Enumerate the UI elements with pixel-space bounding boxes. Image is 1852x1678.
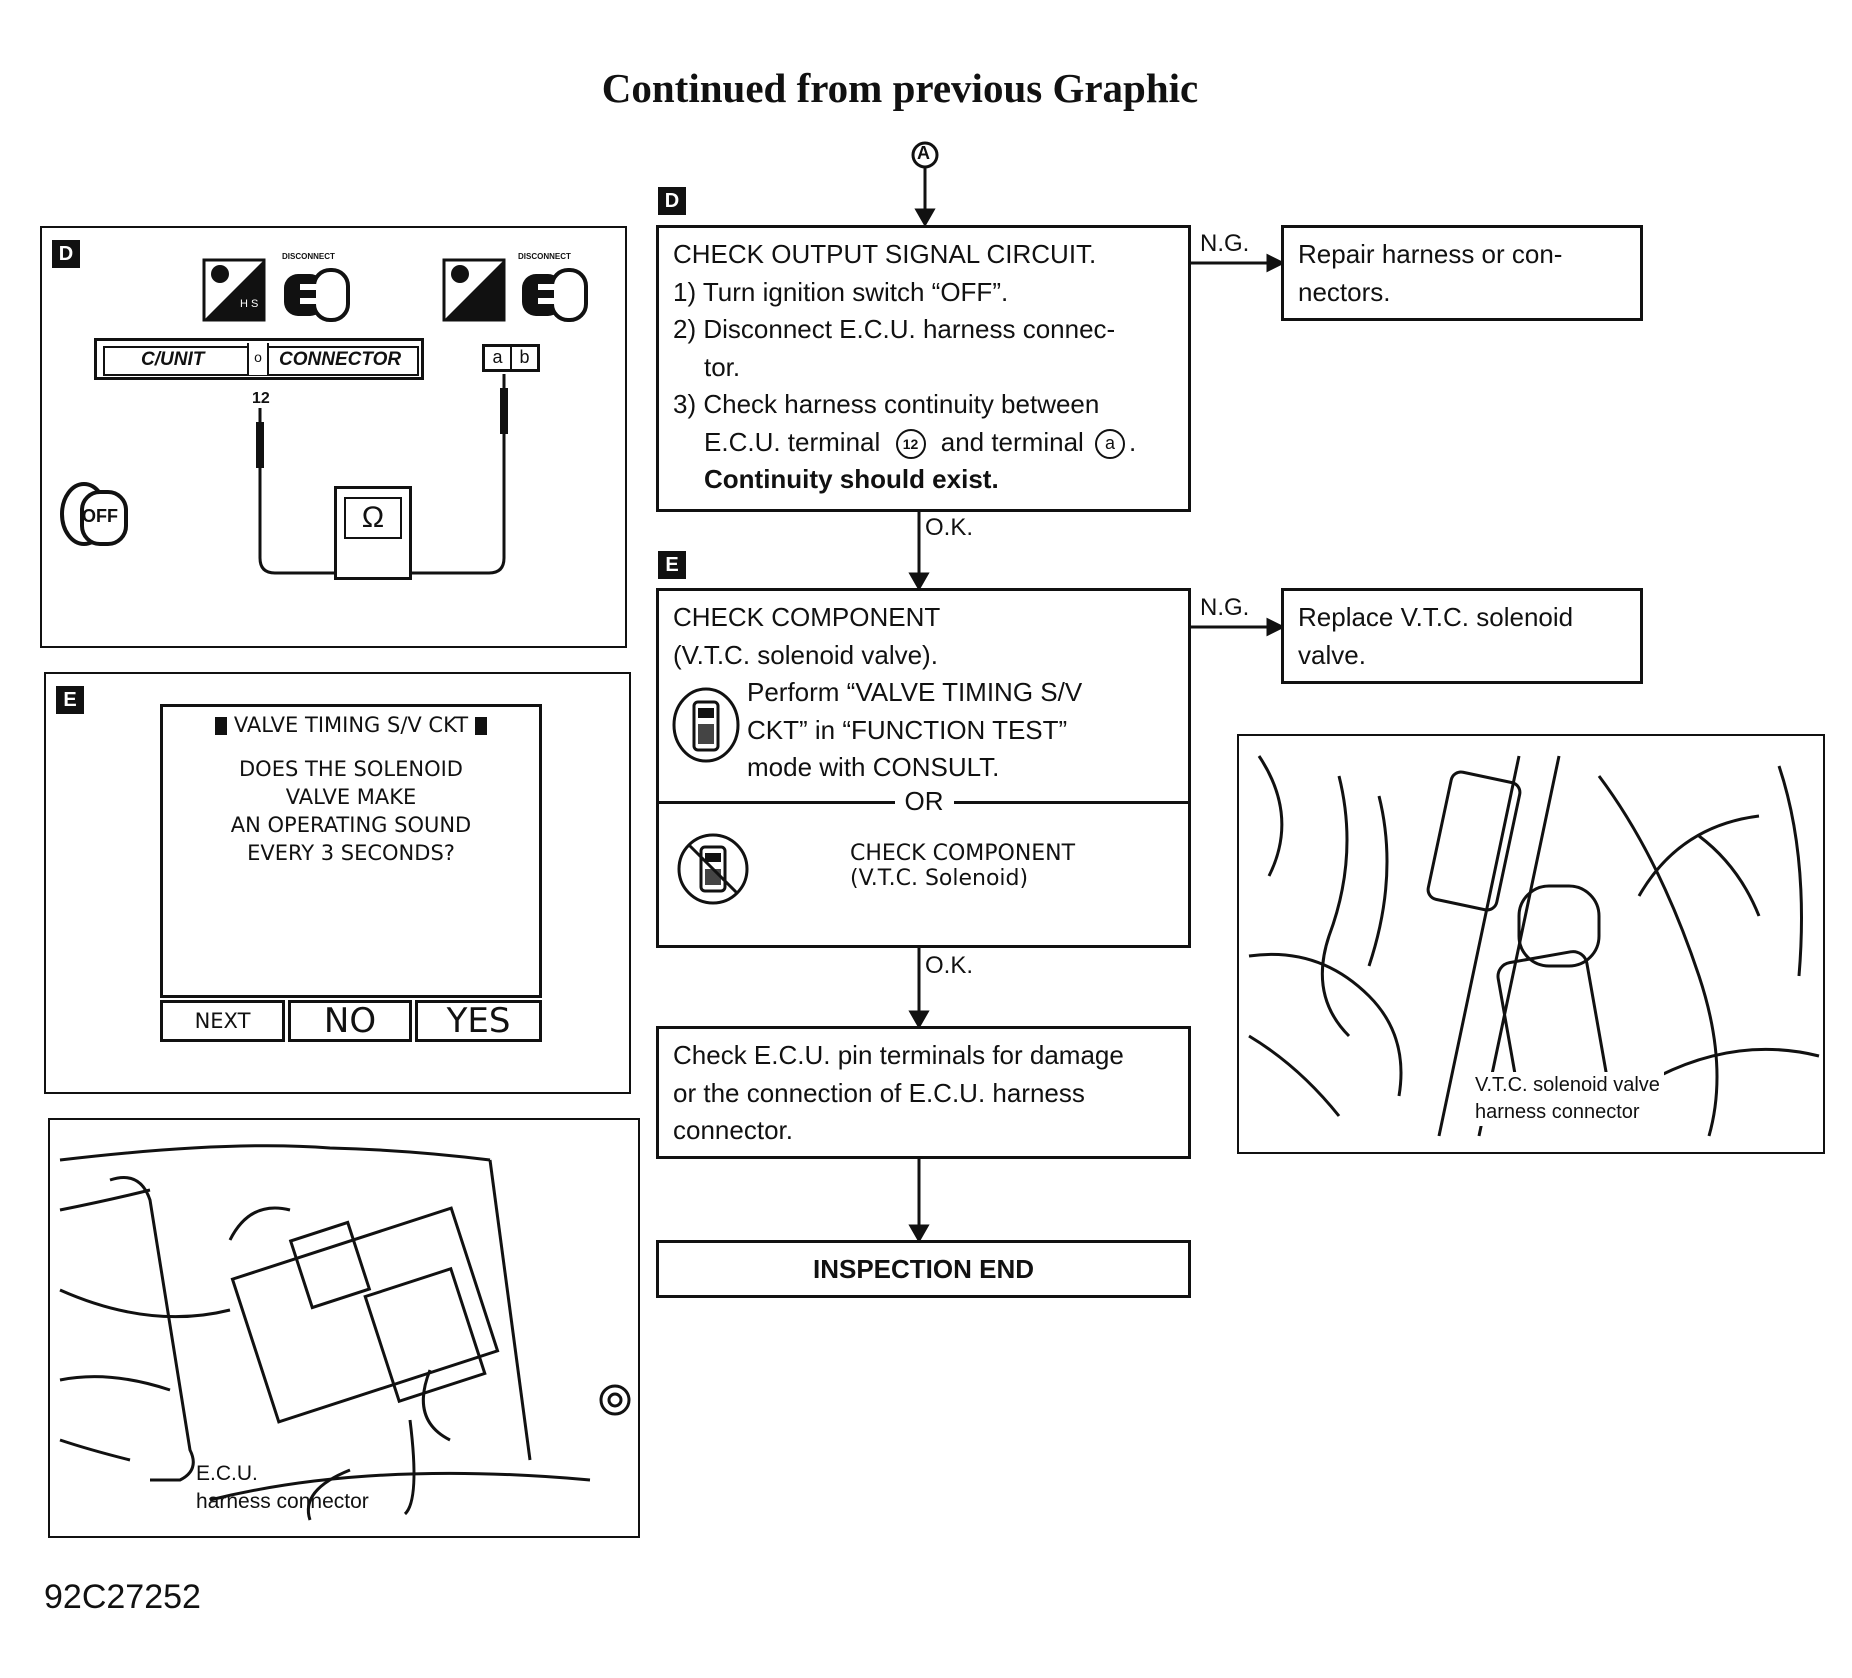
question-line-1: DOES THE SOLENOID: [239, 757, 463, 781]
tag-e-figure: E: [56, 686, 84, 714]
question-line-2: VALVE MAKE: [285, 785, 417, 809]
key-off-icon: [60, 482, 128, 546]
connector-label: CONNECTOR: [279, 349, 402, 370]
step-d-continuity: Continuity should exist.: [704, 464, 999, 494]
ecu-label-a: E.C.U.: [196, 1462, 258, 1485]
step-d-line3b-pre: E.C.U. terminal: [704, 426, 881, 457]
step-e-ng-text-a: Replace V.T.C. solenoid: [1298, 602, 1574, 632]
tag-e-flow: E: [658, 551, 686, 579]
step-d-heading: CHECK OUTPUT SIGNAL CIRCUIT.: [673, 239, 1097, 269]
ignition-switch-icon: [202, 258, 266, 322]
step-e-consult-a: Perform “VALVE TIMING S/V: [747, 677, 1083, 707]
vtc-label: V.T.C. solenoid valve harness connector: [1471, 1072, 1664, 1126]
ohmmeter: Ω: [334, 486, 412, 580]
figure-ecu-panel: E.C.U. harness connector: [48, 1118, 640, 1538]
consult-tester-icon: [672, 687, 740, 763]
disconnect-connector-icon-1: [284, 268, 350, 322]
consult-yes-button[interactable]: YES: [415, 1000, 542, 1042]
ecu-label-b: harness connector: [196, 1490, 369, 1513]
step-e-alt-text: CHECK COMPONENT (V.T.C. Solenoid): [850, 841, 1075, 891]
connector-a-label: A: [917, 143, 930, 163]
step-e-alt-b: (V.T.C. Solenoid): [850, 866, 1029, 891]
key-off-label: OFF: [82, 506, 118, 526]
step-e-consult-c: mode with CONSULT.: [747, 752, 1000, 782]
disconnect-label-1: DISCONNECT: [282, 252, 335, 261]
step-d-ng-label: N.G.: [1200, 230, 1250, 257]
vtc-label-b: harness connector: [1475, 1101, 1640, 1123]
probe-leads: [256, 374, 508, 575]
figure-id: 92C27252: [44, 1578, 201, 1616]
step-e-alt-a: CHECK COMPONENT: [850, 841, 1076, 866]
step-d-box: CHECK OUTPUT SIGNAL CIRCUIT. 1) Turn ign…: [656, 225, 1191, 512]
vtc-label-a: V.T.C. solenoid valve: [1475, 1074, 1660, 1096]
ab-connector: a b: [482, 344, 540, 372]
figure-e-panel: E VALVE TIMING S/V CKT DOES THE SOLENOID…: [44, 672, 631, 1094]
step-e-or: OR: [809, 786, 1039, 817]
consult-screen-title: VALVE TIMING S/V CKT: [163, 713, 539, 737]
step-e-ng-label: N.G.: [1200, 594, 1250, 621]
step-d-line3b-mid: and terminal: [940, 426, 1084, 457]
arrowhead-e-ok: [908, 1010, 930, 1030]
disconnect-connector-icon-2: [522, 268, 588, 322]
step-f-box: Check E.C.U. pin terminals for damage or…: [656, 1026, 1191, 1159]
tag-d-figure: D: [52, 240, 80, 268]
consult-next-button[interactable]: NEXT: [160, 1000, 285, 1042]
step-d-ok-label: O.K.: [925, 514, 974, 541]
step-e-ng-box: Replace V.T.C. solenoid valve.: [1281, 588, 1643, 684]
question-line-4: EVERY 3 SECONDS?: [247, 841, 455, 865]
ecu-illustration: [59, 1144, 631, 1521]
question-line-3: AN OPERATING SOUND: [230, 813, 472, 837]
arrowhead-d-ng: [1266, 253, 1286, 273]
no-tester-icon: [677, 833, 749, 905]
page-title: Continued from previous Graphic: [601, 65, 1199, 111]
pin-a: a: [485, 347, 512, 369]
inspection-end-box: INSPECTION END: [656, 1240, 1191, 1298]
step-f-line1: Check E.C.U. pin terminals for damage: [673, 1040, 1124, 1070]
ohm-symbol: Ω: [344, 497, 402, 539]
terminal-a-badge: a: [1095, 428, 1126, 459]
arrowhead-e-ng: [1266, 617, 1286, 637]
arrowhead-d-ok: [908, 572, 930, 592]
terminal-12-label: 12: [252, 390, 270, 407]
step-e-consult-text: Perform “VALVE TIMING S/V CKT” in “FUNCT…: [673, 674, 1174, 787]
step-f-line2: or the connection of E.C.U. harness: [673, 1077, 1085, 1108]
switch-letters: H S: [240, 298, 259, 310]
step-d-line3a: 3) Check harness continuity between: [673, 389, 1100, 419]
figure-d-panel: D H S DISCONNECT DISCONNECT C/UNIT o CON…: [40, 226, 627, 648]
figure-vtc-panel: V.T.C. solenoid valve harness connector: [1237, 734, 1825, 1154]
consult-no-button[interactable]: NO: [288, 1000, 412, 1042]
step-e-heading: CHECK COMPONENT: [673, 602, 941, 632]
step-e-ok-label: O.K.: [925, 952, 974, 979]
cunit-label: C/UNIT: [141, 349, 205, 370]
step-e-consult-b: CKT” in “FUNCTION TEST”: [747, 714, 1068, 745]
consult-question: DOES THE SOLENOID VALVE MAKE AN OPERATIN…: [163, 755, 539, 867]
step-d-ng-text-a: Repair harness or con-: [1298, 239, 1563, 269]
cunit-connector: C/UNIT o CONNECTOR: [94, 338, 424, 380]
step-d-line1: 1) Turn ignition switch “OFF”.: [673, 276, 1009, 307]
terminal-12-badge: 12: [895, 428, 926, 459]
arrowhead-a-to-d: [914, 208, 936, 228]
step-d-line2a: 2) Disconnect E.C.U. harness connec-: [673, 314, 1116, 344]
step-d-ng-text-b: nectors.: [1298, 276, 1391, 307]
tag-d-flow: D: [658, 187, 686, 215]
step-e-subheading: (V.T.C. solenoid valve).: [673, 639, 938, 670]
step-e-box: CHECK COMPONENT (V.T.C. solenoid valve).…: [656, 588, 1191, 948]
step-d-line2b: tor.: [704, 351, 741, 382]
ignition-switch-icon-2: [442, 258, 506, 322]
step-e-ng-text-b: valve.: [1298, 639, 1366, 670]
step-f-line3: connector.: [673, 1115, 793, 1145]
pin-b: b: [519, 347, 530, 367]
ecu-label: E.C.U. harness connector: [196, 1460, 369, 1516]
step-d-line3b: E.C.U. terminal 12 and terminal a.: [673, 424, 1174, 462]
disconnect-label-2: DISCONNECT: [518, 252, 571, 261]
step-d-ng-box: Repair harness or con- nectors.: [1281, 225, 1643, 321]
arrowhead-f-end: [908, 1224, 930, 1244]
consult-screen: VALVE TIMING S/V CKT DOES THE SOLENOID V…: [160, 704, 542, 998]
